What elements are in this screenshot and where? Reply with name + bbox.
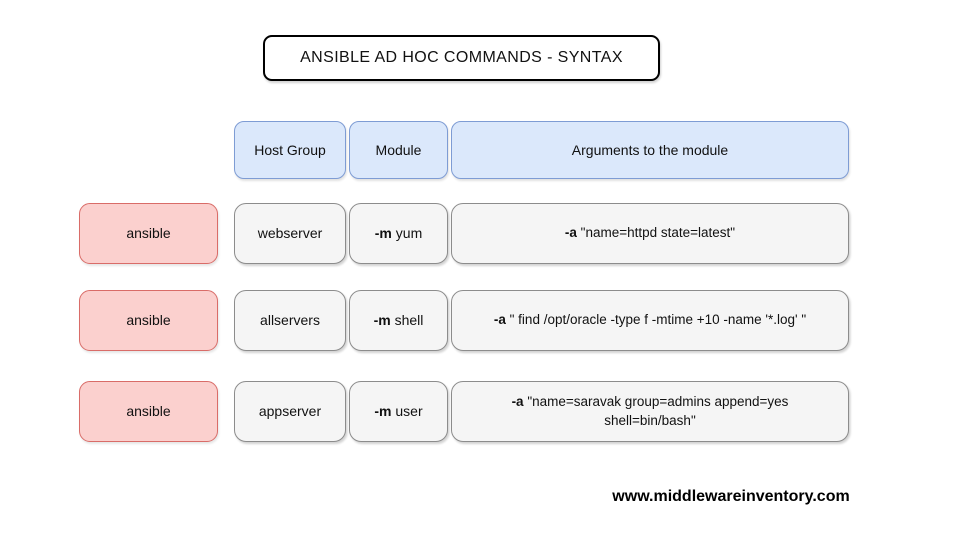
host-group-cell-row3: appserver (234, 381, 346, 442)
module-value: -m shell (374, 311, 424, 330)
args-text: "name=saravak group=admins append=yes sh… (527, 394, 789, 428)
diagram-title-box: ANSIBLE AD HOC COMMANDS - SYNTAX (263, 35, 660, 81)
arguments-value: -a "name=httpd state=latest" (557, 224, 743, 242)
module-cell-row1: -m yum (349, 203, 448, 264)
args-flag: -a (564, 225, 577, 241)
module-flag: -m (373, 312, 391, 329)
header-arguments-label: Arguments to the module (571, 141, 729, 158)
module-name: yum (395, 225, 423, 242)
command-label: ansible (126, 403, 171, 420)
module-name: user (395, 403, 423, 420)
host-group-value: appserver (258, 403, 322, 420)
arguments-cell-row1: -a "name=httpd state=latest" (451, 203, 849, 264)
command-label: ansible (126, 312, 171, 329)
header-host-group-label: Host Group (254, 141, 326, 158)
command-label: ansible (126, 225, 171, 242)
host-group-cell-row2: allservers (234, 290, 346, 351)
arguments-value: -a " find /opt/oracle -type f -mtime +10… (486, 311, 814, 329)
args-flag: -a (493, 312, 506, 328)
args-flag: -a (511, 394, 524, 410)
args-text: " find /opt/oracle -type f -mtime +10 -n… (509, 312, 807, 328)
module-name: shell (394, 312, 424, 329)
module-flag: -m (374, 225, 392, 242)
command-box-row3: ansible (79, 381, 218, 442)
host-group-cell-row1: webserver (234, 203, 346, 264)
header-arguments: Arguments to the module (451, 121, 849, 179)
module-cell-row3: -m user (349, 381, 448, 442)
module-value: -m user (374, 402, 422, 421)
module-value: -m yum (375, 224, 422, 243)
header-host-group: Host Group (234, 121, 346, 179)
header-module: Module (349, 121, 448, 179)
module-cell-row2: -m shell (349, 290, 448, 351)
module-flag: -m (374, 403, 392, 420)
command-box-row1: ansible (79, 203, 218, 264)
diagram-title: ANSIBLE AD HOC COMMANDS - SYNTAX (300, 49, 623, 66)
args-text: "name=httpd state=latest" (580, 225, 736, 241)
arguments-value: -a "name=saravak group=admins append=yes… (452, 393, 848, 429)
header-module-label: Module (375, 141, 422, 158)
website-url: www.middlewareinventory.com (612, 488, 850, 505)
arguments-cell-row3: -a "name=saravak group=admins append=yes… (451, 381, 849, 442)
command-box-row2: ansible (79, 290, 218, 351)
host-group-value: webserver (257, 225, 323, 242)
arguments-cell-row2: -a " find /opt/oracle -type f -mtime +10… (451, 290, 849, 351)
host-group-value: allservers (260, 312, 320, 329)
